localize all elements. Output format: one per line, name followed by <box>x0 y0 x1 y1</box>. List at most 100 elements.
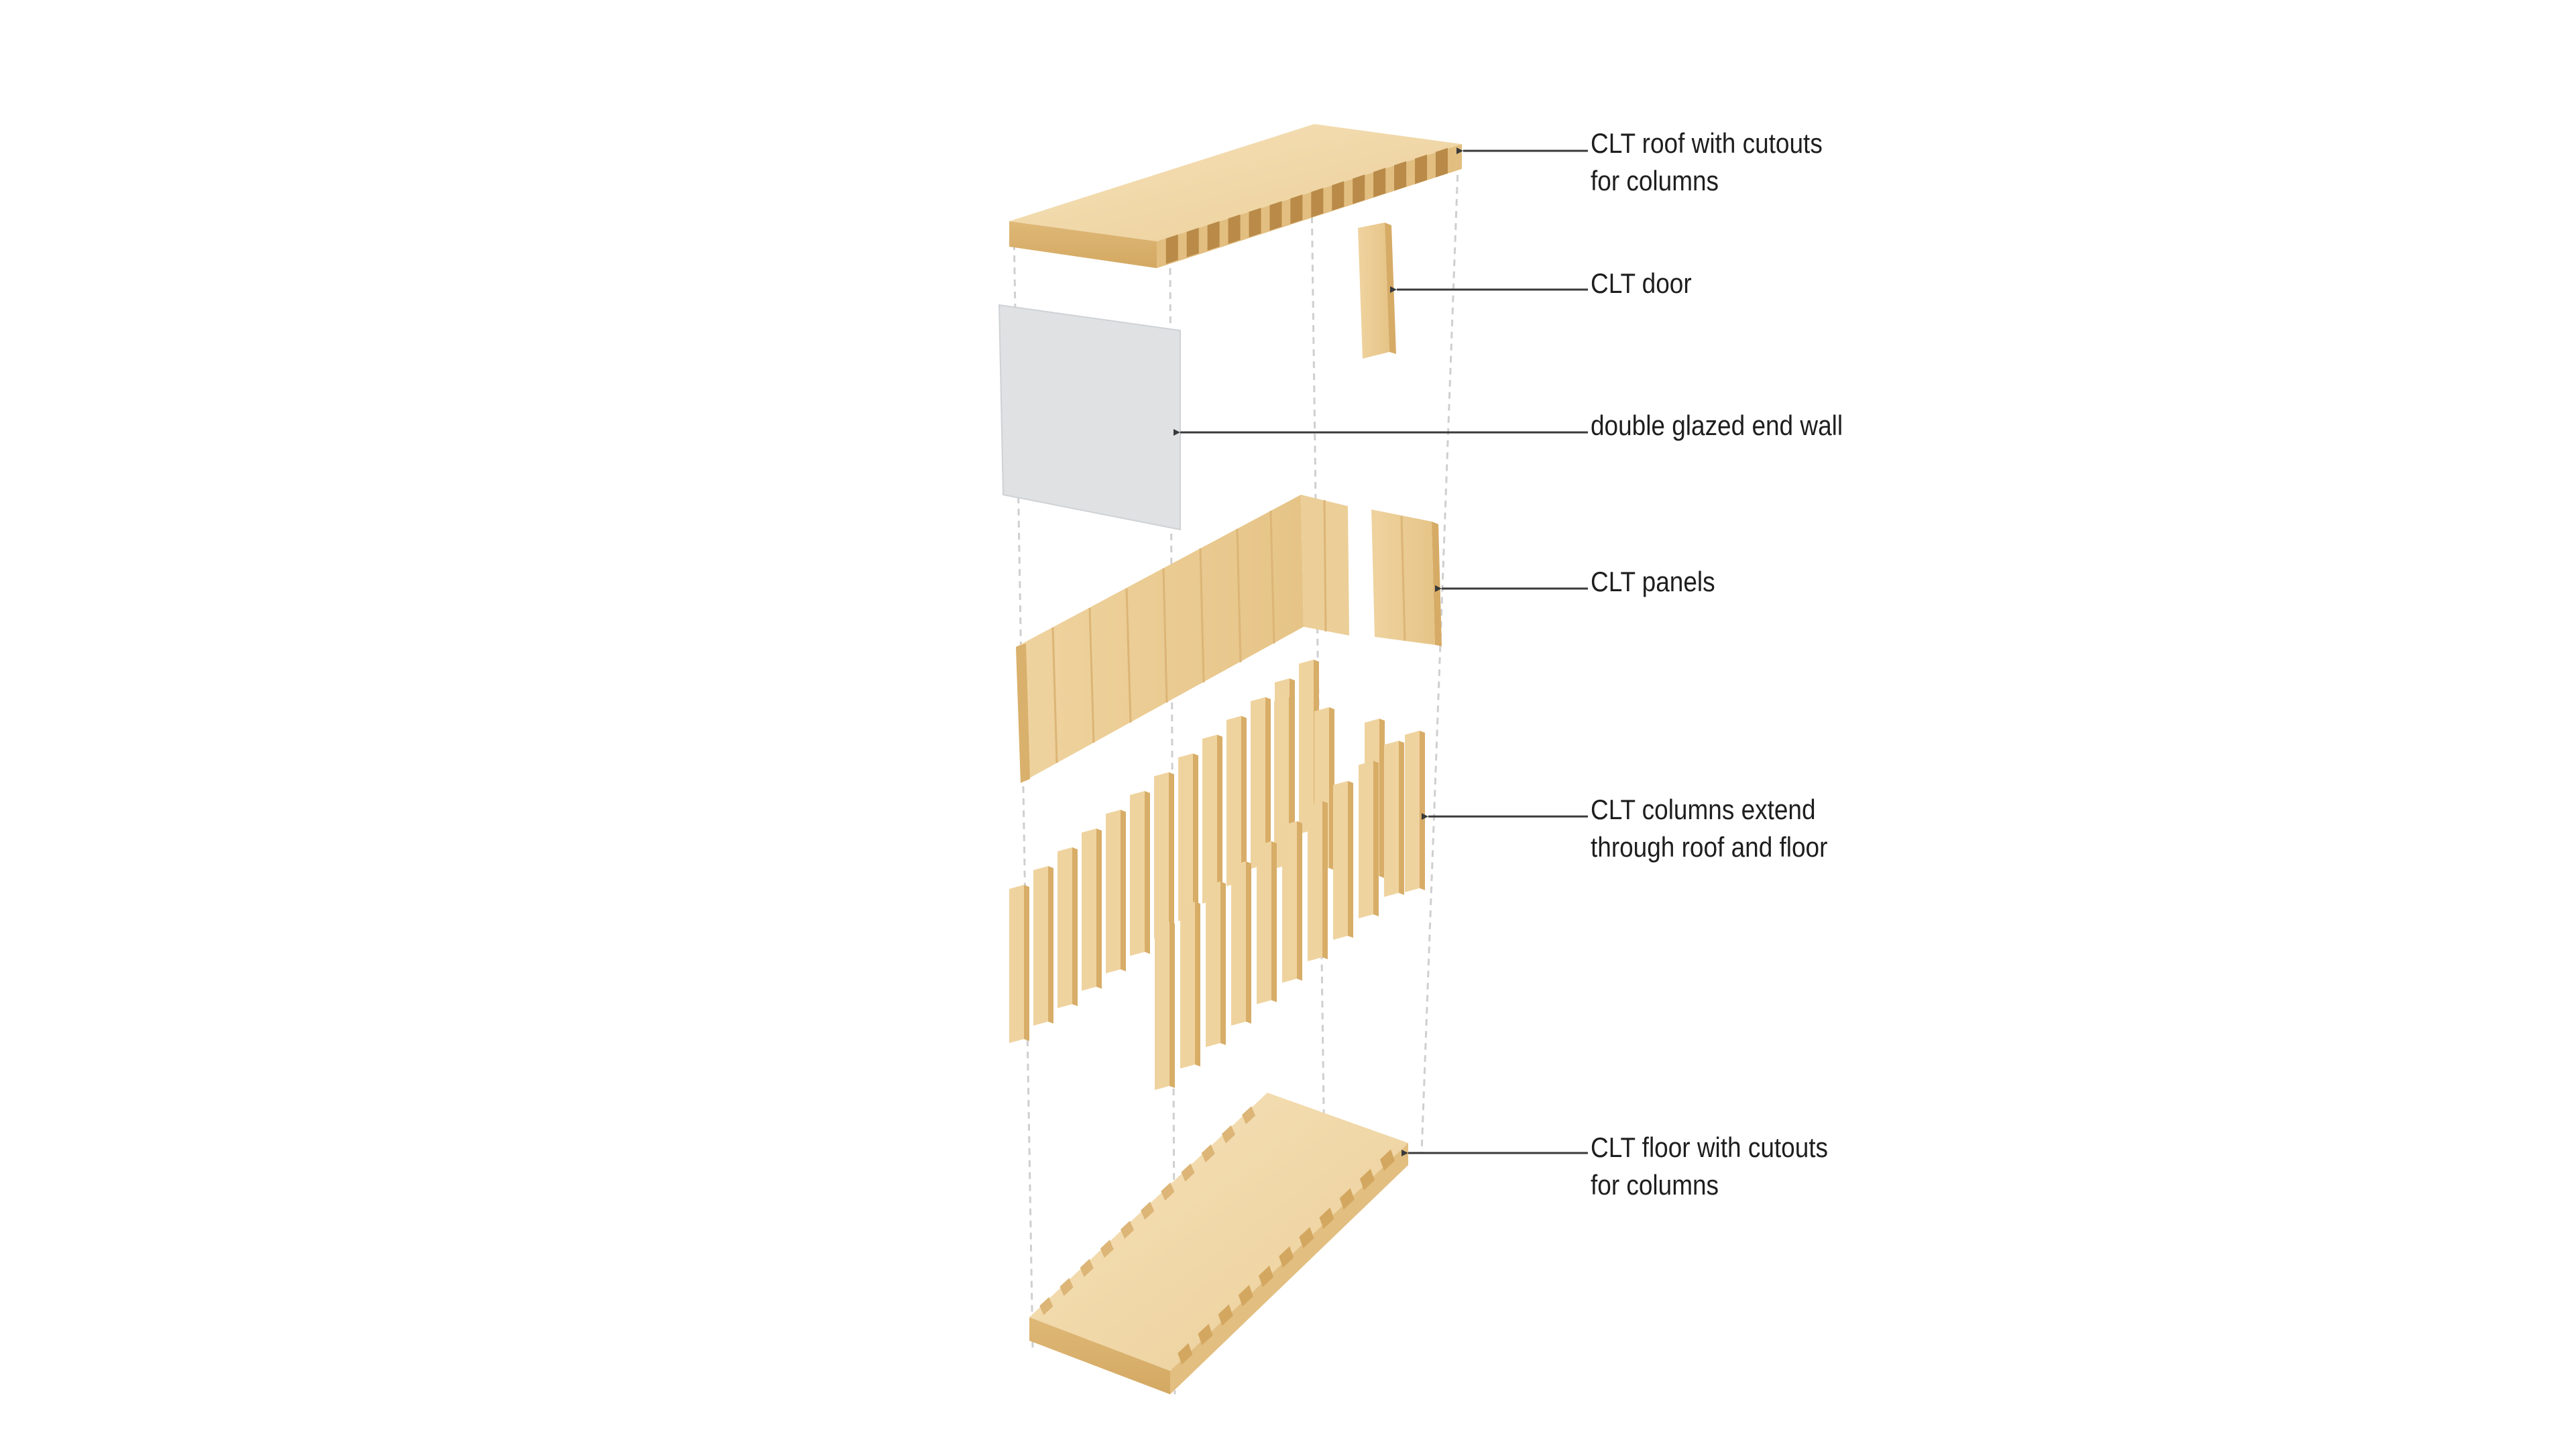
label-glazing-line1: double glazed end wall <box>1591 410 1843 441</box>
roof-cutout-notch <box>1353 174 1365 204</box>
roof-cutout-notch <box>1373 168 1386 198</box>
floor-cutout-notch <box>1198 1323 1213 1345</box>
roof-cutout-notch <box>1415 154 1428 184</box>
clt-column-side <box>1169 922 1175 1088</box>
floor-cutout-notch <box>1060 1278 1074 1296</box>
clt-column-face <box>1384 741 1399 897</box>
label-clt-columns-line2: through roof and floor <box>1591 831 1828 863</box>
floor-cutout-notch <box>1080 1258 1094 1277</box>
label-clt-roof-line1: CLT roof with cutouts <box>1591 127 1823 159</box>
label-clt-floor-line1: CLT floor with cutouts <box>1591 1132 1829 1163</box>
floor-cutout-notch <box>1279 1246 1294 1268</box>
clt-column-face <box>1082 829 1096 991</box>
label-double-glazed-end-wall: double glazed end wall <box>1591 407 1843 444</box>
clt-column-side <box>1121 810 1126 971</box>
clt-column-side <box>1072 847 1078 1006</box>
clt-column-face <box>1033 866 1048 1026</box>
clt-column-side <box>1241 716 1247 884</box>
clt-columns <box>1009 660 1425 1090</box>
clt-column-face <box>1155 922 1169 1090</box>
floor-cutout-notch <box>1100 1239 1114 1258</box>
label-clt-floor-line2: for columns <box>1591 1169 1719 1201</box>
floor-cutout-notch <box>1359 1168 1375 1191</box>
clt-column-side <box>1265 697 1271 867</box>
clt-panels <box>1016 495 1442 783</box>
clt-column-face <box>1282 821 1297 983</box>
label-clt-roof-line2: for columns <box>1591 165 1719 196</box>
roof-cutout-notch <box>1332 181 1344 211</box>
clt-column-face <box>1333 781 1348 940</box>
clt-column-face <box>1231 861 1246 1026</box>
clt-column-side <box>1169 772 1174 936</box>
clt-column-side <box>1145 791 1150 954</box>
roof-cutout-notch <box>1165 234 1178 264</box>
clt-column-face <box>1057 847 1072 1008</box>
floor-cutout-notch <box>1178 1343 1193 1365</box>
clt-column-side <box>1373 761 1379 916</box>
clt-column-side <box>1399 741 1404 895</box>
floor-cutout-notch <box>1238 1284 1253 1307</box>
floor-cutout-notch <box>1221 1125 1235 1144</box>
clt-roof-slab <box>1009 124 1462 268</box>
roof-cutout-notch <box>1186 227 1199 257</box>
roof-cutout-notch <box>1311 188 1324 218</box>
roof-cutout-notch <box>1228 214 1241 244</box>
label-clt-door: CLT door <box>1591 265 1692 302</box>
clt-column-face <box>1202 735 1217 904</box>
clt-column-side <box>1322 801 1328 959</box>
clt-column-face <box>1299 660 1314 834</box>
floor-cutout-notch <box>1161 1182 1175 1201</box>
floor-cutout-notch <box>1319 1207 1334 1229</box>
label-clt-columns: CLT columns extend through roof and floo… <box>1591 791 1827 866</box>
clt-column-side <box>1271 841 1277 1002</box>
clt-column-face <box>1130 791 1145 956</box>
clt-column-face <box>1405 731 1420 892</box>
clt-column-face <box>1257 841 1271 1004</box>
floor-cutout-notch <box>1121 1221 1134 1239</box>
clt-column-face <box>1009 885 1024 1043</box>
floor-cutout-notch <box>1039 1296 1053 1315</box>
clt-column-side <box>1379 719 1385 878</box>
clt-column-face <box>1180 902 1195 1069</box>
clt-column-side <box>1193 753 1198 919</box>
floor-cutout-notch <box>1218 1304 1233 1326</box>
label-clt-roof: CLT roof with cutouts for columns <box>1591 125 1823 200</box>
clt-column-face <box>1154 772 1169 938</box>
clt-column-side <box>1220 882 1226 1045</box>
floor-cutout-notch <box>1259 1266 1273 1287</box>
label-clt-panels: CLT panels <box>1591 563 1715 601</box>
clt-column-side <box>1195 902 1200 1067</box>
clt-column-face <box>1359 761 1373 918</box>
label-clt-panels-line1: CLT panels <box>1591 566 1715 597</box>
clt-column-side <box>1348 781 1353 938</box>
floor-cutout-notch <box>1201 1144 1215 1163</box>
roof-cutout-notch <box>1249 207 1261 237</box>
floor-cutout-notch <box>1339 1188 1355 1210</box>
clt-column-face <box>1206 882 1220 1047</box>
clt-column-face <box>1178 753 1193 921</box>
label-clt-columns-line1: CLT columns extend <box>1591 794 1816 825</box>
double-glazed-end-wall <box>998 304 1181 531</box>
roof-cutout-notch <box>1290 194 1303 225</box>
floor-cutout-notch <box>1299 1227 1314 1249</box>
floor-cutout-notch <box>1181 1163 1195 1182</box>
label-clt-door-line1: CLT door <box>1591 267 1692 299</box>
clt-column-side <box>1024 885 1029 1041</box>
clt-column-face <box>1308 801 1322 961</box>
floor-cutout-notch <box>1242 1106 1256 1125</box>
clt-column-face <box>1106 810 1121 973</box>
clt-column-side <box>1096 829 1102 989</box>
roof-cutout-notch <box>1394 161 1407 191</box>
clt-column-side <box>1297 821 1302 981</box>
roof-cutout-notch <box>1207 221 1220 251</box>
roof-cutout-notch <box>1269 201 1282 231</box>
clt-column-side <box>1048 866 1053 1024</box>
label-clt-floor: CLT floor with cutouts for columns <box>1591 1129 1828 1204</box>
leader-lines <box>1174 147 1588 1156</box>
clt-column-face <box>1251 697 1265 869</box>
floor-cutout-notch <box>1141 1201 1155 1220</box>
clt-column-side <box>1217 735 1222 902</box>
clt-column-side <box>1246 861 1251 1024</box>
clt-door <box>1358 223 1396 359</box>
